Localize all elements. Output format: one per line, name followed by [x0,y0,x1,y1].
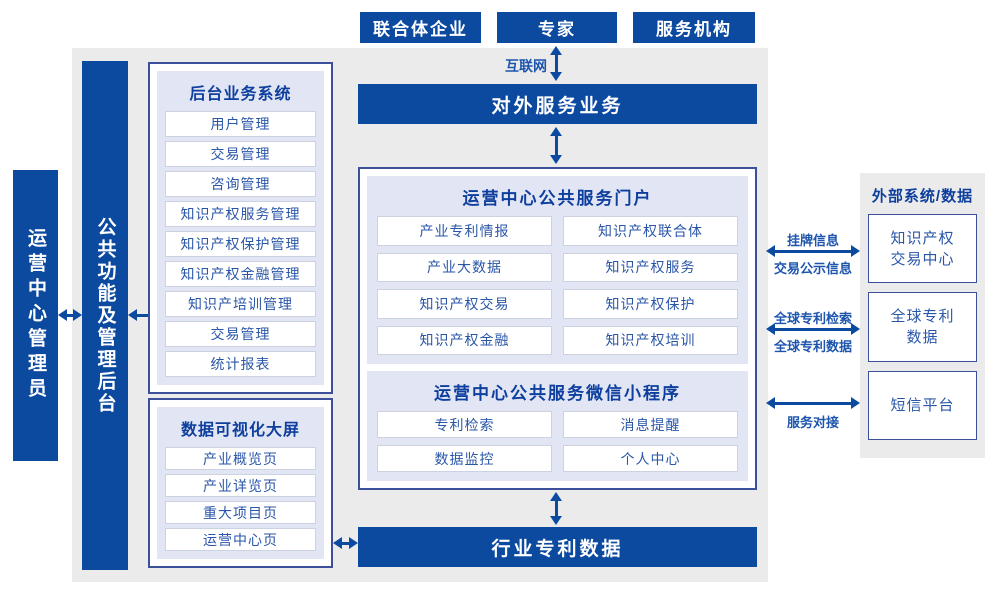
operation-center-admin-box: 运营中心管理员 [13,170,58,461]
double-arrow-icon [766,245,860,257]
sms-platform-box: 短信平台 [868,370,977,440]
trade-publicity-label: 交易公示信息 [773,261,852,276]
ext-box-line: 数据 [906,328,939,346]
double-arrow-icon [550,46,562,81]
internet-label: 互联网 [505,58,547,74]
backend-system-container: 后台业务系统 用户管理 交易管理 咨询管理 知识产权服务管理 知识产权保护管理 … [148,62,333,394]
ext-box-line: 全球专利 [890,307,955,325]
list-item: 知识产权联合体 [563,216,738,246]
global-patent-search-label: 全球专利检索 [773,311,852,326]
miniprogram-items: 专利检索 消息提醒 数据监控 个人中心 [377,411,738,472]
portal-title: 运营中心公共服务门户 [462,189,653,208]
external-service-bar: 对外服务业务 [358,84,757,124]
list-item: 重大项目页 [165,501,316,524]
service-connection-label: 服务对接 [786,415,839,430]
list-item: 咨询管理 [165,171,316,197]
public-function-backend-bar: 公共功能及管理后台 [82,61,128,570]
backend-system-items: 用户管理 交易管理 咨询管理 知识产权服务管理 知识产权保护管理 知识产权金融管… [165,111,316,377]
list-item: 知识产权培训 [563,325,738,355]
ip-trading-center-box: 知识产权 交易中心 [868,214,977,284]
list-item: 统计报表 [165,351,316,377]
external-systems-panel: 外部系统/数据 知识产权 交易中心 全球专利 数据 短信平台 [860,173,985,458]
miniprogram-title: 运营中心公共服务微信小程序 [434,384,681,403]
ext-box-line: 知识产权 [890,229,955,247]
list-item: 知识产权服务管理 [165,201,316,227]
list-item: 专利检索 [377,411,552,438]
actor-consortium-enterprise: 联合体企业 [360,12,481,43]
listing-info-label: 挂牌信息 [786,233,839,248]
dashboard-container: 数据可视化大屏 产业概览页 产业详览页 重大项目页 运营中心页 [148,398,333,568]
list-item: 知识产权保护 [563,289,738,319]
list-item: 个人中心 [563,445,738,472]
list-item: 数据监控 [377,445,552,472]
list-item: 知识产权保护管理 [165,231,316,257]
list-item: 知识产权金融 [377,325,552,355]
list-item: 消息提醒 [563,411,738,438]
double-arrow-icon [58,309,82,321]
list-item: 知识产培训管理 [165,291,316,317]
dashboard-panel: 数据可视化大屏 产业概览页 产业详览页 重大项目页 运营中心页 [157,407,324,559]
external-systems-title: 外部系统/数据 [871,188,974,205]
portal-items: 产业专利情报 知识产权联合体 产业大数据 知识产权服务 知识产权交易 知识产权保… [377,216,738,355]
global-patent-data-label: 全球专利数据 [773,339,852,354]
list-item: 知识产权服务 [563,252,738,282]
double-arrow-icon [550,127,562,164]
ext-box-line: 交易中心 [890,250,955,268]
double-arrow-icon [550,492,562,525]
list-item: 知识产权金融管理 [165,261,316,287]
portal-container: 运营中心公共服务门户 产业专利情报 知识产权联合体 产业大数据 知识产权服务 知… [358,167,757,490]
list-item: 产业专利情报 [377,216,552,246]
wechat-miniprogram-panel: 运营中心公共服务微信小程序 专利检索 消息提醒 数据监控 个人中心 [367,371,748,481]
list-item: 产业概览页 [165,447,316,470]
list-item: 产业详览页 [165,474,316,497]
ext-box-line: 短信平台 [890,396,955,414]
dashboard-title: 数据可视化大屏 [180,422,300,439]
double-arrow-icon [766,323,860,335]
double-arrow-icon [766,397,860,409]
list-item: 知识产权交易 [377,289,552,319]
list-item: 运营中心页 [165,528,316,551]
public-service-portal-panel: 运营中心公共服务门户 产业专利情报 知识产权联合体 产业大数据 知识产权服务 知… [367,176,748,364]
industry-patent-data-bar: 行业专利数据 [358,527,757,567]
list-item: 交易管理 [165,141,316,167]
double-arrow-icon [333,537,358,549]
backend-system-title: 后台业务系统 [189,86,292,103]
list-item: 产业大数据 [377,252,552,282]
backend-system-panel: 后台业务系统 用户管理 交易管理 咨询管理 知识产权服务管理 知识产权保护管理 … [157,71,324,385]
actor-expert: 专家 [497,12,617,43]
list-item: 用户管理 [165,111,316,137]
actor-service-agency: 服务机构 [633,12,755,43]
global-patent-data-box: 全球专利 数据 [868,292,977,362]
list-item: 交易管理 [165,321,316,347]
dashboard-items: 产业概览页 产业详览页 重大项目页 运营中心页 [165,447,316,551]
